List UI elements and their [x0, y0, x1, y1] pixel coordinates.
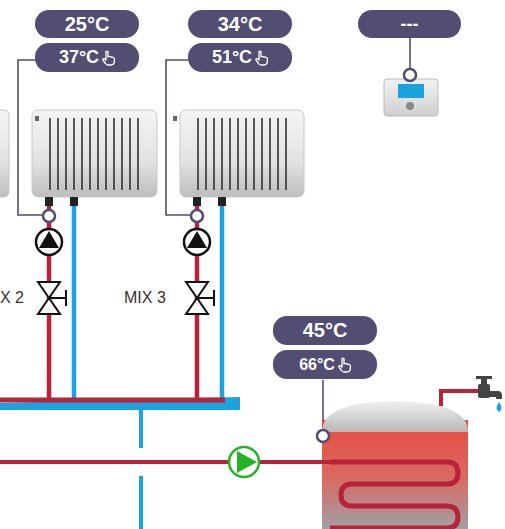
- temperature-badge: 45°C: [273, 316, 377, 345]
- temperature-badge: 37°C: [35, 43, 139, 72]
- hand-icon: [255, 50, 268, 66]
- valve-symbol: [38, 282, 214, 314]
- mixer-label: X 2: [0, 289, 24, 307]
- hot-water-tank: [322, 401, 468, 529]
- temperature-badge: 25°C: [35, 10, 139, 38]
- temperature-value: 51°C: [212, 47, 252, 68]
- tap-symbol: [476, 376, 502, 412]
- pump-symbol: [229, 447, 259, 477]
- hand-icon: [338, 357, 351, 373]
- temperature-badge: ---: [358, 10, 461, 38]
- hand-icon: [102, 50, 115, 66]
- mixer-label: MIX 3: [124, 289, 166, 307]
- temperature-value: 25°C: [65, 13, 110, 36]
- radiator: [32, 110, 157, 197]
- radiator: [173, 110, 304, 197]
- temperature-value: 66°C: [299, 356, 335, 374]
- temperature-value: 34°C: [218, 13, 263, 36]
- pump-symbol: [36, 229, 210, 255]
- temperature-value: 37°C: [59, 47, 99, 68]
- temperature-badge: 51°C: [188, 43, 292, 72]
- temperature-badge: 34°C: [188, 10, 292, 38]
- temperature-value: 45°C: [303, 319, 348, 342]
- temperature-badge: 66°C: [273, 350, 377, 379]
- temperature-value: ---: [401, 14, 419, 35]
- thermostat-device: [384, 69, 438, 116]
